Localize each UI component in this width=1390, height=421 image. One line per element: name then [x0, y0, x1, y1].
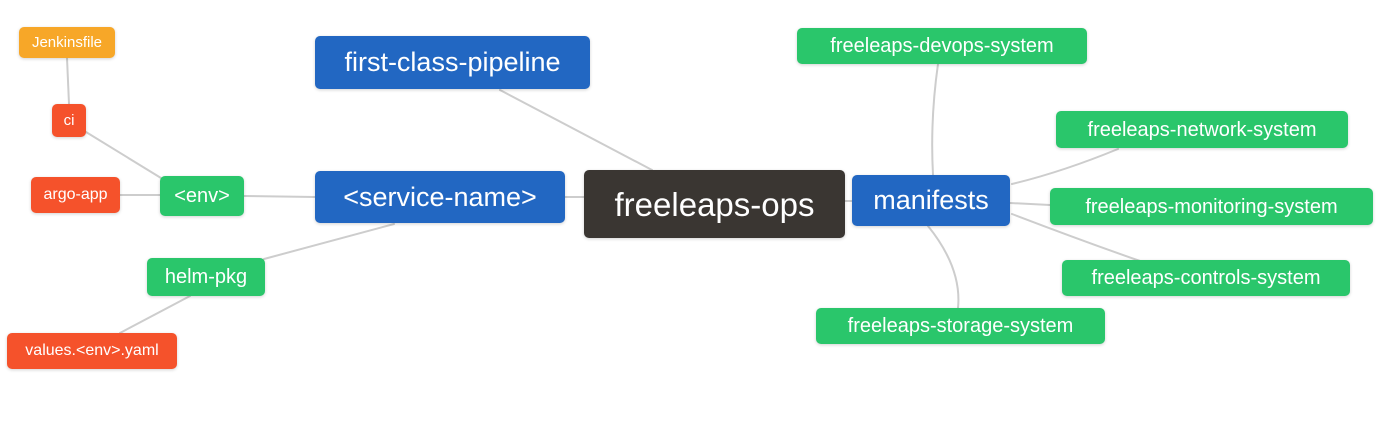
node-ci[interactable]: ci: [52, 104, 86, 137]
edge-service-name-helm-pkg: [263, 223, 395, 260]
edge-manifests-monitoring: [1009, 202, 1051, 206]
node-freeleaps-network-system[interactable]: freeleaps-network-system: [1056, 111, 1348, 148]
node-freeleaps-controls-system[interactable]: freeleaps-controls-system: [1062, 260, 1350, 296]
node-manifests[interactable]: manifests: [852, 175, 1010, 226]
node-first-class-pipeline[interactable]: first-class-pipeline: [315, 36, 590, 89]
node-env[interactable]: <env>: [160, 176, 244, 216]
node-freeleaps-ops[interactable]: freeleaps-ops: [584, 170, 845, 238]
node-argo-app[interactable]: argo-app: [31, 177, 120, 213]
edge-pipeline-freeleaps-ops: [499, 89, 653, 171]
edge-env-service-name: [243, 195, 316, 198]
edge-ci-env: [85, 131, 162, 179]
node-helm-pkg[interactable]: helm-pkg: [147, 258, 265, 296]
node-jenkinsfile[interactable]: Jenkinsfile: [19, 27, 115, 58]
edge-jenkinsfile-ci: [66, 57, 70, 105]
edge-devops-manifests: [931, 63, 939, 176]
node-service-name[interactable]: <service-name>: [315, 171, 565, 223]
node-freeleaps-monitoring-system[interactable]: freeleaps-monitoring-system: [1050, 188, 1373, 225]
node-freeleaps-devops-system[interactable]: freeleaps-devops-system: [797, 28, 1087, 64]
edge-manifests-storage: [927, 225, 960, 309]
node-values-env-yaml[interactable]: values.<env>.yaml: [7, 333, 177, 369]
edge-manifests-network: [1011, 148, 1119, 185]
node-freeleaps-storage-system[interactable]: freeleaps-storage-system: [816, 308, 1105, 344]
edge-helm-pkg-values: [119, 295, 191, 334]
edge-manifests-controls: [1011, 213, 1141, 262]
